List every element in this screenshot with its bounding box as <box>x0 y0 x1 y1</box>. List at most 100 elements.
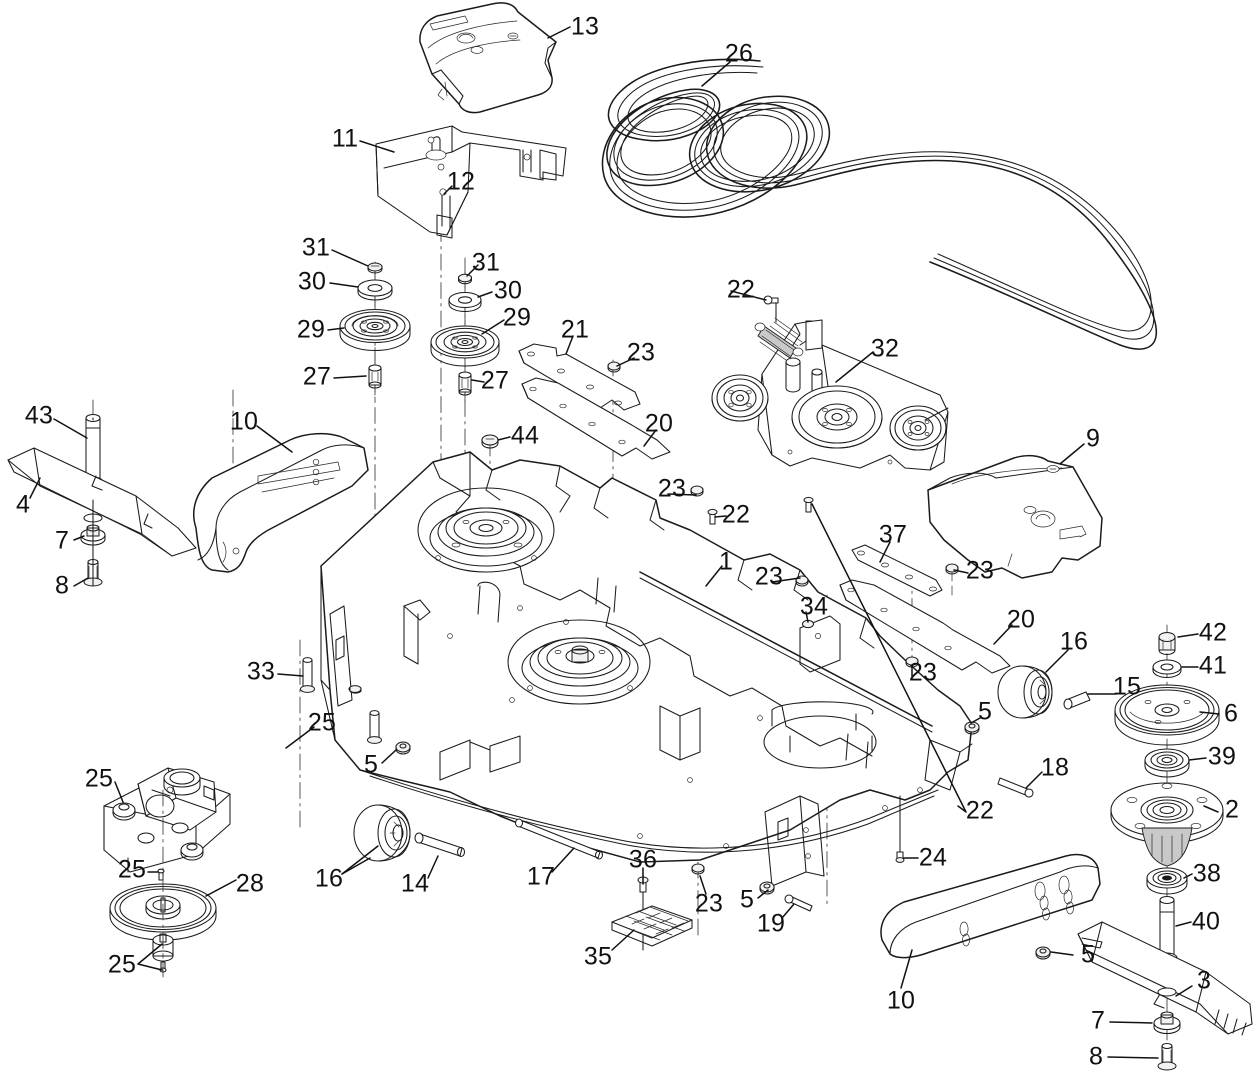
part-17-deck-pin <box>514 818 604 860</box>
callout-12: 12 <box>446 167 476 196</box>
callout-21: 21 <box>560 315 590 344</box>
leader-lines <box>29 26 1220 1059</box>
part-10-deck-bumper-right <box>880 853 1101 959</box>
callout-8: 8 <box>54 571 70 600</box>
part-16-anti-scalp-roller-left <box>353 804 411 862</box>
callout-25: 25 <box>117 855 147 884</box>
part-24-pin <box>895 795 905 863</box>
part-33-shoulder-bolt <box>300 657 315 693</box>
part-29-idler-pulley <box>339 308 411 351</box>
callout-25: 25 <box>307 708 337 737</box>
part-22-rivet-a <box>707 508 718 525</box>
part-group-idler-left <box>339 261 411 401</box>
part-10-deck-bumper-left <box>192 432 369 573</box>
part-31-idler-nut-2 <box>457 273 473 285</box>
part-26-drive-belt <box>601 58 1158 350</box>
part-20-baffle-plate-center <box>521 377 671 460</box>
callout-26: 26 <box>724 39 754 68</box>
part-9-belt-cover-right <box>927 454 1103 579</box>
callout-30: 30 <box>493 276 523 305</box>
callout-27: 27 <box>302 362 332 391</box>
part-5-flange-nut-b <box>395 741 411 755</box>
pulley-right <box>889 405 949 451</box>
part-16-anti-scalp-roller-right <box>997 665 1053 719</box>
part-19-carriage-bolt <box>784 894 813 912</box>
callout-33: 33 <box>246 657 276 686</box>
part-group-left-blade <box>7 413 197 587</box>
part-30-idler-washer-2 <box>448 291 482 313</box>
callout-37: 37 <box>878 520 908 549</box>
deck-spindle-pocket-2 <box>507 619 651 705</box>
callout-14: 14 <box>400 869 430 898</box>
part-39-upper-bearing <box>1144 748 1190 778</box>
part-25-gearbox-hardware <box>112 802 204 881</box>
part-32-spindle-drive-assembly <box>711 317 949 471</box>
part-15-anti-scalp-roller-pin <box>1063 691 1091 710</box>
part-23-lock-nut-a <box>607 361 621 373</box>
callout-2: 2 <box>1224 795 1240 824</box>
callout-5: 5 <box>977 697 993 726</box>
callout-39: 39 <box>1207 742 1237 771</box>
callout-20: 20 <box>644 409 674 438</box>
callout-27: 27 <box>480 366 510 395</box>
part-group-gearbox <box>103 767 231 981</box>
callout-44: 44 <box>510 421 540 450</box>
part-18-roller-pin <box>997 777 1034 798</box>
part-2-spindle-housing-assembly <box>1110 782 1224 867</box>
callout-11: 11 <box>331 124 359 153</box>
callout-19: 19 <box>756 909 786 938</box>
callout-43: 43 <box>24 401 54 430</box>
part-23-lock-nut-f <box>691 863 705 875</box>
callout-32: 32 <box>870 334 900 363</box>
callout-22: 22 <box>965 796 995 825</box>
callout-30: 30 <box>297 267 327 296</box>
callout-16: 16 <box>314 864 344 893</box>
callout-18: 18 <box>1040 753 1070 782</box>
callout-15: 15 <box>1112 672 1142 701</box>
callout-23: 23 <box>694 889 724 918</box>
callout-35: 35 <box>583 942 613 971</box>
callout-23: 23 <box>754 562 784 591</box>
tension-spring <box>754 317 813 361</box>
callout-28: 28 <box>235 869 265 898</box>
part-4-cutting-blade-left <box>7 447 197 557</box>
part-44-deck-nut <box>481 434 499 449</box>
callout-5: 5 <box>1080 940 1096 969</box>
part-30-idler-washer <box>357 279 393 301</box>
part-6-spindle-pulley <box>1114 684 1220 746</box>
callout-5: 5 <box>739 885 755 914</box>
callout-23: 23 <box>657 474 687 503</box>
callout-10: 10 <box>229 407 259 436</box>
callout-3: 3 <box>1196 966 1212 995</box>
callout-23: 23 <box>965 556 995 585</box>
callout-13: 13 <box>570 12 600 41</box>
part-22-rivet-b <box>763 295 779 323</box>
part-5-flange-nut-a <box>964 721 980 735</box>
callout-25: 25 <box>84 764 114 793</box>
callout-20: 20 <box>1006 605 1036 634</box>
part-35-step-pad <box>611 905 693 947</box>
fastener-group <box>395 295 1051 960</box>
pulley-left <box>711 374 769 422</box>
callout-9: 9 <box>1085 424 1101 453</box>
callout-41: 41 <box>1198 651 1228 680</box>
callout-24: 24 <box>918 843 948 872</box>
part-25-bolt-a <box>348 685 362 694</box>
callout-1: 1 <box>718 547 734 576</box>
part-38-lower-bearing <box>1146 867 1188 895</box>
callout-29: 29 <box>296 315 326 344</box>
part-22-rivet-c <box>803 496 814 513</box>
part-1-main-deck <box>320 451 973 887</box>
part-8-blade-bolt-right <box>1157 1042 1177 1071</box>
callout-23: 23 <box>908 658 938 687</box>
part-37-baffle-stiffener <box>851 544 943 597</box>
deck-spindle-pocket-1 <box>417 487 555 573</box>
callout-7: 7 <box>1090 1006 1106 1035</box>
part-41-pulley-washer <box>1152 659 1182 678</box>
callout-4: 4 <box>15 490 31 519</box>
callout-22: 22 <box>726 275 756 304</box>
callout-31: 31 <box>301 233 331 262</box>
part-23-lock-nut-d <box>945 563 959 601</box>
part-group-right-spindle <box>1077 632 1253 1071</box>
